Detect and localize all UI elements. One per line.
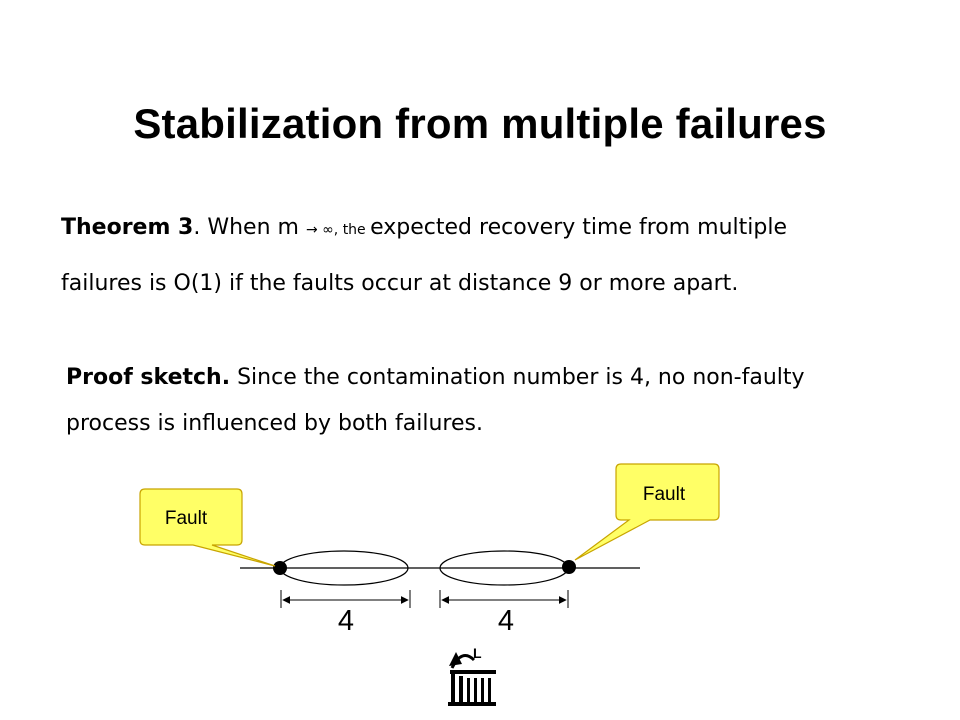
proof-label: Proof sketch.	[66, 365, 231, 390]
callout-right-label: Fault	[643, 484, 686, 505]
proof-line-1: Proof sketch. Since the contamination nu…	[66, 355, 805, 401]
fault-callout-right: Fault	[574, 463, 720, 561]
fault-callout-left: Fault	[139, 488, 276, 567]
theorem-line-1: Theorem 3. When m → ∞, the expected reco…	[61, 205, 787, 253]
building-logo-icon: L	[448, 645, 496, 706]
theorem-text-small: , the	[333, 222, 371, 238]
slide-title: Stabilization from multiple failures	[133, 100, 827, 147]
theorem-line-2: failures is O(1) if the faults occur at …	[61, 271, 739, 296]
theorem-paragraph: Theorem 3. When m → ∞, the expected reco…	[61, 205, 787, 307]
fault-node-right	[562, 560, 576, 574]
distance-label-left: 4	[338, 605, 354, 637]
theorem-text-a: . When m	[193, 215, 306, 240]
theorem-text-b: expected recovery time from multiple	[370, 215, 787, 240]
proof-line-2: process is influenced by both failures.	[66, 411, 483, 436]
theorem-arrow: → ∞	[305, 222, 334, 238]
fault-node-left	[273, 561, 287, 575]
callout-left-label: Fault	[165, 508, 208, 529]
distance-label-right: 4	[498, 605, 514, 637]
logo-letter: L	[473, 645, 482, 661]
theorem-label: Theorem 3	[61, 215, 194, 240]
proof-text-a: Since the contamination number is 4, no …	[230, 365, 805, 390]
proof-paragraph: Proof sketch. Since the contamination nu…	[66, 355, 805, 447]
